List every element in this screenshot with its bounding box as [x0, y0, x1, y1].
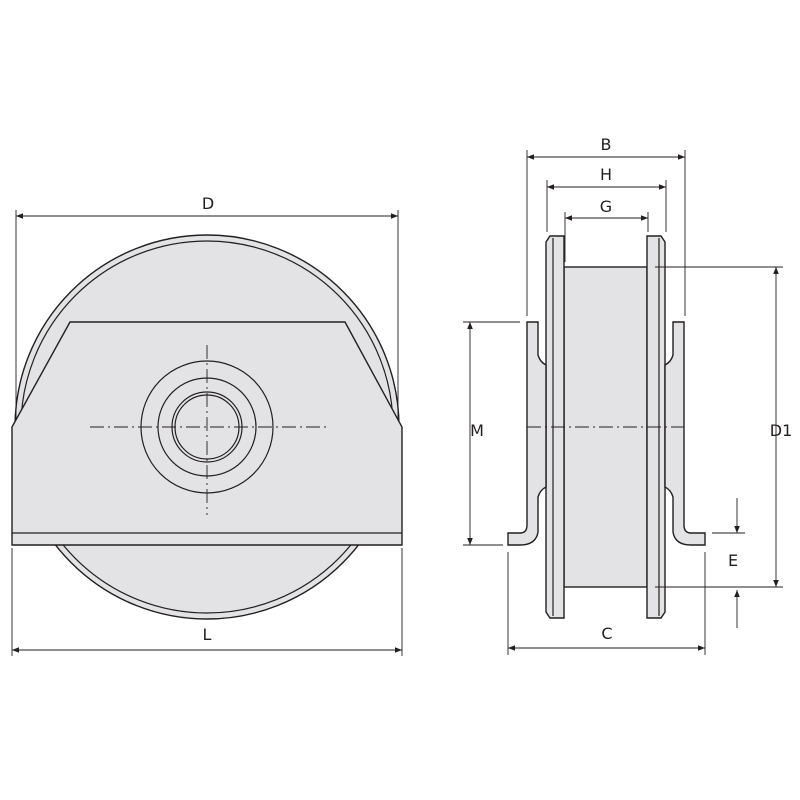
side-view: B H G M D1 E C — [463, 135, 792, 655]
label-G: G — [600, 197, 612, 216]
label-M: M — [470, 421, 484, 440]
front-view: D L — [11, 194, 403, 656]
label-H: H — [600, 165, 612, 184]
left-bracket-leg — [507, 321, 547, 546]
right-bracket-leg — [664, 321, 706, 546]
label-B: B — [601, 135, 612, 154]
bracket-plate — [11, 321, 403, 546]
label-D: D — [202, 194, 214, 213]
label-E: E — [728, 551, 738, 570]
label-C: C — [601, 624, 612, 643]
label-D1: D1 — [770, 421, 793, 440]
label-L: L — [203, 625, 212, 644]
